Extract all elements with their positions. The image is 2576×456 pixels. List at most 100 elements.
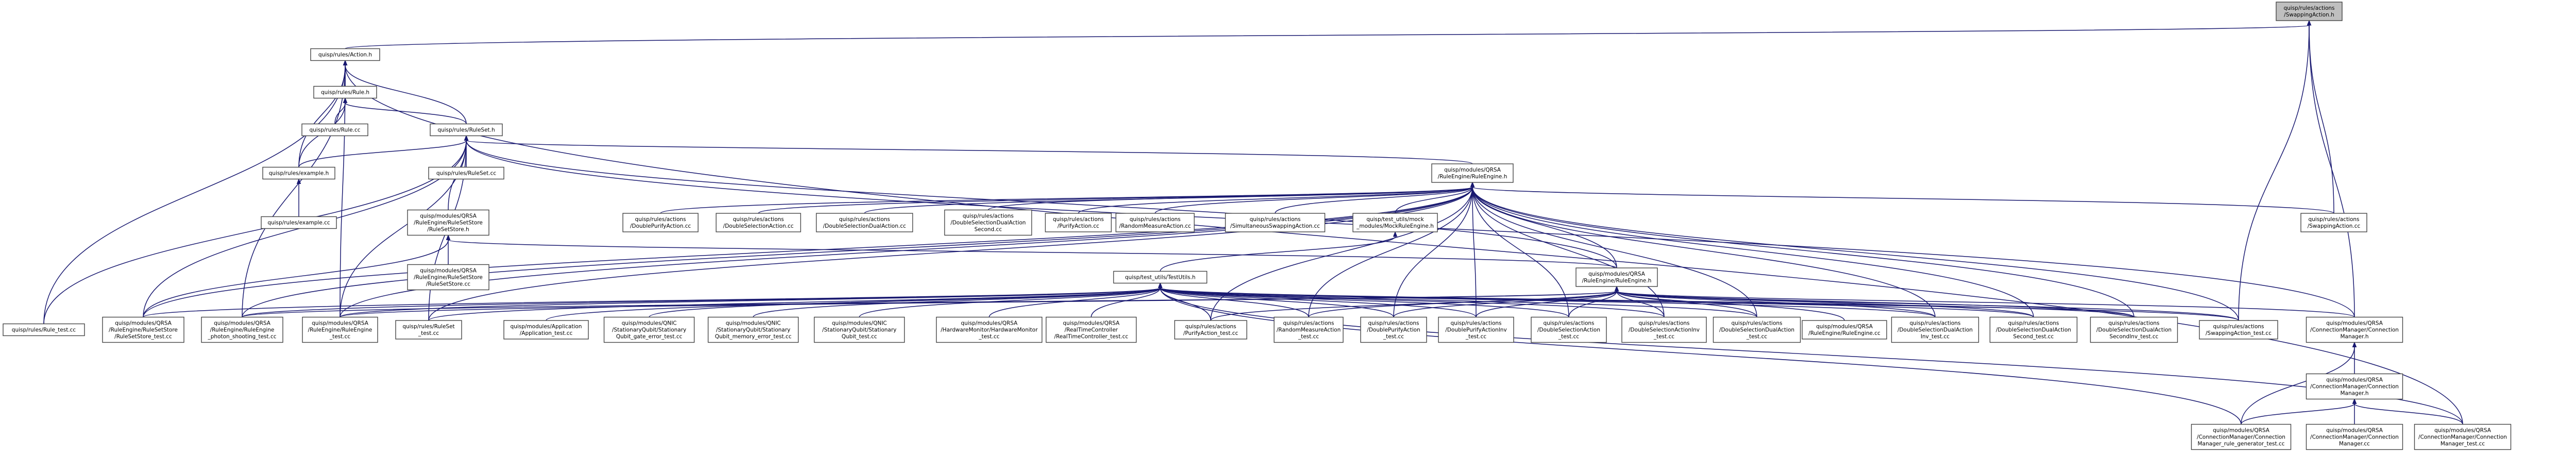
node-label-line: quisp/modules/QRSA: [312, 320, 369, 327]
node-ruleengine-h[interactable]: quisp/modules/QRSA/RuleEngine/RuleEngine…: [1431, 163, 1514, 183]
node-mockre-h[interactable]: quisp/test_utils/mock_modules/MockRuleEn…: [1352, 213, 1438, 232]
node-box: [102, 316, 184, 343]
node-label-line: /PurifyAction.cc: [1057, 223, 1099, 229]
node-cm-rulegen-test[interactable]: quisp/modules/QRSA/ConnectionManager/Con…: [2191, 424, 2292, 450]
node-dsdas-test[interactable]: quisp/rules/actions/DoubleSelectionDualA…: [1989, 316, 2078, 343]
node-cm-h[interactable]: quisp/modules/QRSA/ConnectionManager/Con…: [2306, 316, 2403, 343]
node-box: [936, 316, 1043, 343]
node-label-line: quisp/rules/Rule.h: [321, 90, 369, 96]
node-rule-test[interactable]: quisp/rules/Rule_test.cc: [3, 323, 85, 336]
edge-cm-rulegen-test-to-cm-h2: [2241, 398, 2357, 425]
node-label-line: quisp/rules/actions: [635, 216, 686, 223]
node-label-line: _test.cc: [1383, 334, 1404, 340]
node-cm-test[interactable]: quisp/modules/QRSA/ConnectionManager/Con…: [2414, 424, 2512, 450]
node-label-line: /ConnectionManager/Connection: [2310, 384, 2399, 390]
node-rulesetstore-cc[interactable]: quisp/modules/QRSA/RuleEngine/RuleSetSto…: [407, 264, 489, 291]
edge-line: [1395, 187, 1473, 214]
node-dsdasi-test[interactable]: quisp/rules/actions/DoubleSelectionDualA…: [2090, 316, 2178, 343]
node-sa-cc[interactable]: quisp/rules/actions/SwappingAction.cc: [2300, 213, 2367, 232]
node-box: [313, 86, 377, 99]
node-label-line: quisp/rules/actions: [962, 213, 1013, 219]
node-label-line: Qubit_memory_error_test.cc: [715, 334, 792, 340]
node-box: [1713, 316, 1801, 343]
node-sa-test[interactable]: quisp/rules/actions/SwappingAction_test.…: [2199, 320, 2278, 340]
node-label-line: /DoubleSelectionDualAction.cc: [823, 223, 906, 229]
node-dsa-cc[interactable]: quisp/rules/actions/DoubleSelectionActio…: [716, 213, 801, 232]
node-rma-test[interactable]: quisp/rules/actions/RandomMeasureAction_…: [1274, 316, 1344, 343]
node-box: [2414, 424, 2512, 450]
edge-arrowhead: [464, 135, 469, 141]
node-example-h[interactable]: quisp/rules/example.h: [262, 166, 335, 180]
node-label-line: /RuleSetStore.h: [427, 227, 469, 233]
node-label-line: quisp/rules/Rule_test.cc: [12, 327, 76, 333]
node-box: [430, 123, 503, 137]
node-label-line: /RuleEngine/RuleEngine: [210, 327, 275, 333]
node-ruleset-test[interactable]: quisp/rules/RuleSet_test.cc: [395, 320, 462, 340]
node-cm-h2[interactable]: quisp/modules/QRSA/ConnectionManager/Con…: [2306, 373, 2403, 400]
edge-ruleset-h-to-rule-h: [343, 97, 467, 124]
node-dsdai-test[interactable]: quisp/rules/actions/DoubleSelectionDualA…: [1891, 316, 1979, 343]
node-rss-test[interactable]: quisp/modules/QRSA/RuleEngine/RuleSetSto…: [102, 316, 184, 343]
node-label-line: quisp/modules/QRSA: [1816, 324, 1873, 330]
node-label-line: Qubit_test.cc: [842, 334, 877, 340]
node-rule-cc[interactable]: quisp/rules/Rule.cc: [301, 123, 368, 137]
node-ssa-cc[interactable]: quisp/rules/actions/SimultaneousSwapping…: [1225, 213, 1326, 232]
node-action-h[interactable]: quisp/rules/Action.h: [310, 48, 380, 61]
node-rule-h[interactable]: quisp/rules/Rule.h: [313, 86, 377, 99]
edge-rss-test-to-ruleengine-h: [143, 181, 1475, 317]
node-label-line: Manager_test.cc: [2441, 441, 2485, 447]
node-dpa-cc[interactable]: quisp/rules/actions/DoublePurifyAction.c…: [622, 213, 699, 232]
node-re-h2[interactable]: quisp/modules/QRSA/RuleEngine/RuleEngine…: [1575, 267, 1658, 287]
edge-line: [1476, 291, 1617, 317]
node-re-cc[interactable]: quisp/modules/QRSA/RuleEngine/RuleEngine…: [1802, 320, 1887, 340]
node-gate-err-test[interactable]: quisp/modules/QNIC/StationaryQubit/Stati…: [603, 316, 695, 343]
node-example-cc[interactable]: quisp/rules/example.cc: [261, 216, 337, 229]
node-dsda-test[interactable]: quisp/rules/actions/DoubleSelectionDualA…: [1713, 316, 1801, 343]
node-label-line: /ConnectionManager/Connection: [2418, 434, 2507, 441]
node-root[interactable]: quisp/rules/actions/SwappingAction.h: [2276, 2, 2343, 21]
node-re-photon-test[interactable]: quisp/modules/QRSA/RuleEngine/RuleEngine…: [201, 316, 283, 343]
node-rtc-test[interactable]: quisp/modules/QRSA/RealTimeController/Re…: [1045, 316, 1137, 343]
node-label-line: quisp/modules/QNIC: [726, 320, 781, 327]
node-hm-test[interactable]: quisp/modules/QRSA/HardwareMonitor/Hardw…: [936, 316, 1043, 343]
node-cm-cc[interactable]: quisp/modules/QRSA/ConnectionManager/Con…: [2306, 424, 2403, 450]
edge-line: [1472, 187, 1757, 317]
edge-sa-cc-to-root: [2307, 20, 2334, 214]
node-box: [1274, 316, 1344, 343]
node-app-test[interactable]: quisp/modules/Application/Application_te…: [503, 320, 589, 340]
node-label-line: /ConnectionManager/Connection: [2310, 434, 2399, 441]
node-dsa-test[interactable]: quisp/rules/actions/DoubleSelectionActio…: [1531, 316, 1607, 343]
node-rulesetstore-h[interactable]: quisp/modules/QRSA/RuleEngine/RuleSetSto…: [407, 209, 489, 236]
node-pa-cc[interactable]: quisp/rules/actions/PurifyAction.cc: [1045, 213, 1112, 232]
edge-line: [1160, 288, 2242, 425]
edge-line: [1616, 291, 1845, 321]
node-dpai-test[interactable]: quisp/rules/actions/DoublePurifyActionIn…: [1438, 316, 1514, 343]
node-label-line: /StationaryQubit/Stationary: [716, 327, 790, 333]
node-label-line: quisp/modules/QRSA: [115, 320, 172, 327]
node-label-line: quisp/rules/actions: [1543, 320, 1594, 327]
node-label-line: quisp/modules/QRSA: [2213, 428, 2270, 434]
node-dpa-test[interactable]: quisp/rules/actions/DoublePurifyAction_t…: [1360, 316, 1427, 343]
node-label-line: SecondInv_test.cc: [2110, 334, 2159, 340]
edge-cm-h-to-root: [2307, 20, 2355, 317]
node-mem-err-test[interactable]: quisp/modules/QNIC/StationaryQubit/Stati…: [707, 316, 799, 343]
node-dsai-test[interactable]: quisp/rules/actions/DoubleSelectionActio…: [1621, 316, 1707, 343]
edge-mem-err-test-to-testutils-h: [753, 282, 1163, 318]
node-label-line: quisp/rules/RuleSet.h: [437, 127, 495, 133]
edge-example-cc-to-example-h: [296, 178, 301, 217]
node-re-test[interactable]: quisp/modules/QRSA/RuleEngine/RuleEngine…: [302, 316, 378, 343]
node-label-line: quisp/rules/RuleSet: [402, 324, 454, 330]
node-dsda-cc[interactable]: quisp/rules/actions/DoubleSelectionDualA…: [816, 213, 913, 232]
node-sq-test[interactable]: quisp/modules/QNIC/StationaryQubit/Stati…: [814, 316, 905, 343]
node-pa-test[interactable]: quisp/rules/actions/PurifyAction_test.cc: [1174, 320, 1247, 340]
node-dsdas-cc[interactable]: quisp/rules/actions/DoubleSelectionDualA…: [944, 209, 1032, 236]
node-label-line: quisp/rules/actions: [1185, 324, 1236, 330]
node-ruleset-cc[interactable]: quisp/rules/RuleSet.cc: [428, 166, 504, 180]
node-label-line: /DoubleSelectionDualAction: [2096, 327, 2172, 333]
node-label-line: /StationaryQubit/Stationary: [822, 327, 896, 333]
node-label-line: /DoubleSelectionAction: [1537, 327, 1600, 333]
node-ruleset-h[interactable]: quisp/rules/RuleSet.h: [430, 123, 503, 137]
node-box: [1113, 271, 1208, 284]
node-testutils-h[interactable]: quisp/test_utils/TestUtils.h: [1113, 271, 1208, 284]
node-rma-cc[interactable]: quisp/rules/actions/RandomMeasureAction.…: [1115, 213, 1195, 232]
